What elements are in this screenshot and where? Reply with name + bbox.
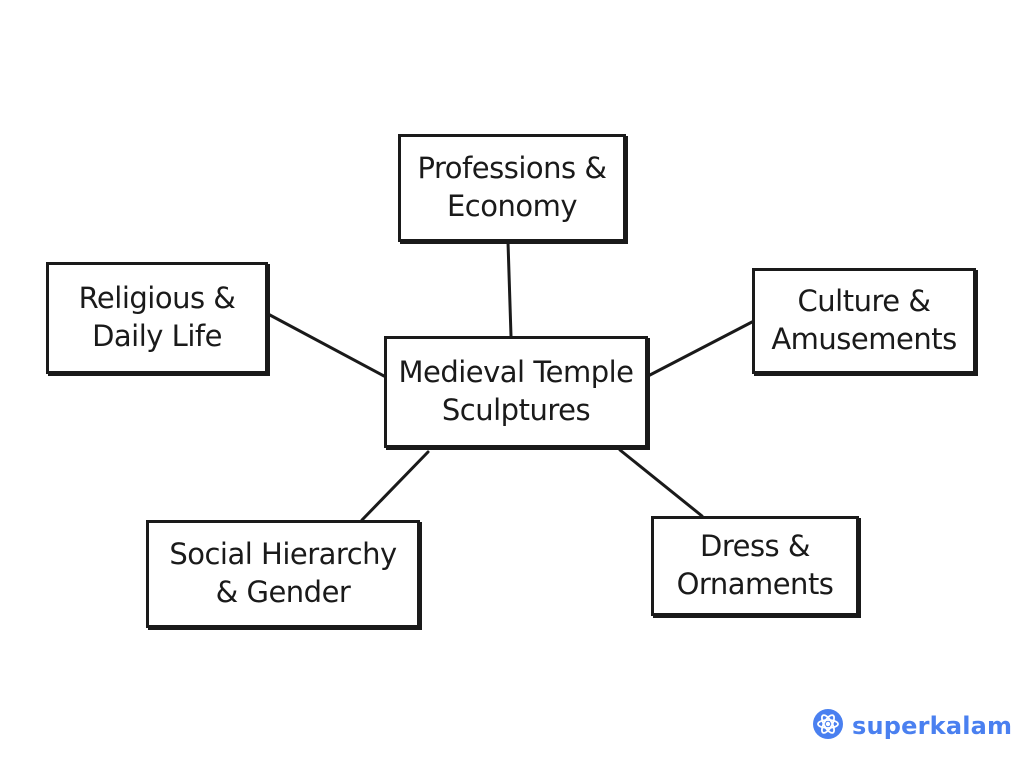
connector-social	[360, 450, 430, 522]
branch-node-dress: Dress & Ornaments	[651, 516, 859, 616]
branch-religious-line-2: Daily Life	[92, 319, 222, 353]
branch-culture-line-1: Culture &	[797, 284, 931, 319]
connector-religious	[266, 312, 386, 378]
branch-social-line-1: Social Hierarchy	[169, 537, 397, 572]
brand-name: superkalam	[852, 712, 1013, 740]
central-node: Medieval Temple Sculptures	[384, 336, 648, 448]
connector-culture	[646, 320, 754, 378]
branch-social-line-2: & Gender	[215, 575, 351, 609]
branch-node-religious: Religious & Daily Life	[46, 262, 268, 374]
branch-professions-line-1: Professions &	[417, 151, 607, 186]
connector-dress	[618, 448, 704, 518]
connector-professions	[506, 240, 513, 338]
branch-node-social: Social Hierarchy & Gender	[146, 520, 420, 628]
branch-professions-line-2: Economy	[446, 189, 578, 223]
branch-dress-line-2: Ornaments	[676, 567, 834, 601]
branch-node-culture: Culture & Amusements	[752, 268, 976, 374]
branch-dress-line-1: Dress &	[699, 529, 811, 564]
brand-watermark: superkalam	[812, 708, 1013, 745]
branch-religious-line-1: Religious &	[78, 281, 236, 316]
central-node-line-1: Medieval Temple	[398, 355, 634, 390]
branch-culture-line-2: Amusements	[771, 322, 957, 356]
central-node-line-2: Sculptures	[441, 393, 591, 427]
atom-logo-icon	[812, 708, 844, 745]
branch-node-professions: Professions & Economy	[398, 134, 626, 242]
